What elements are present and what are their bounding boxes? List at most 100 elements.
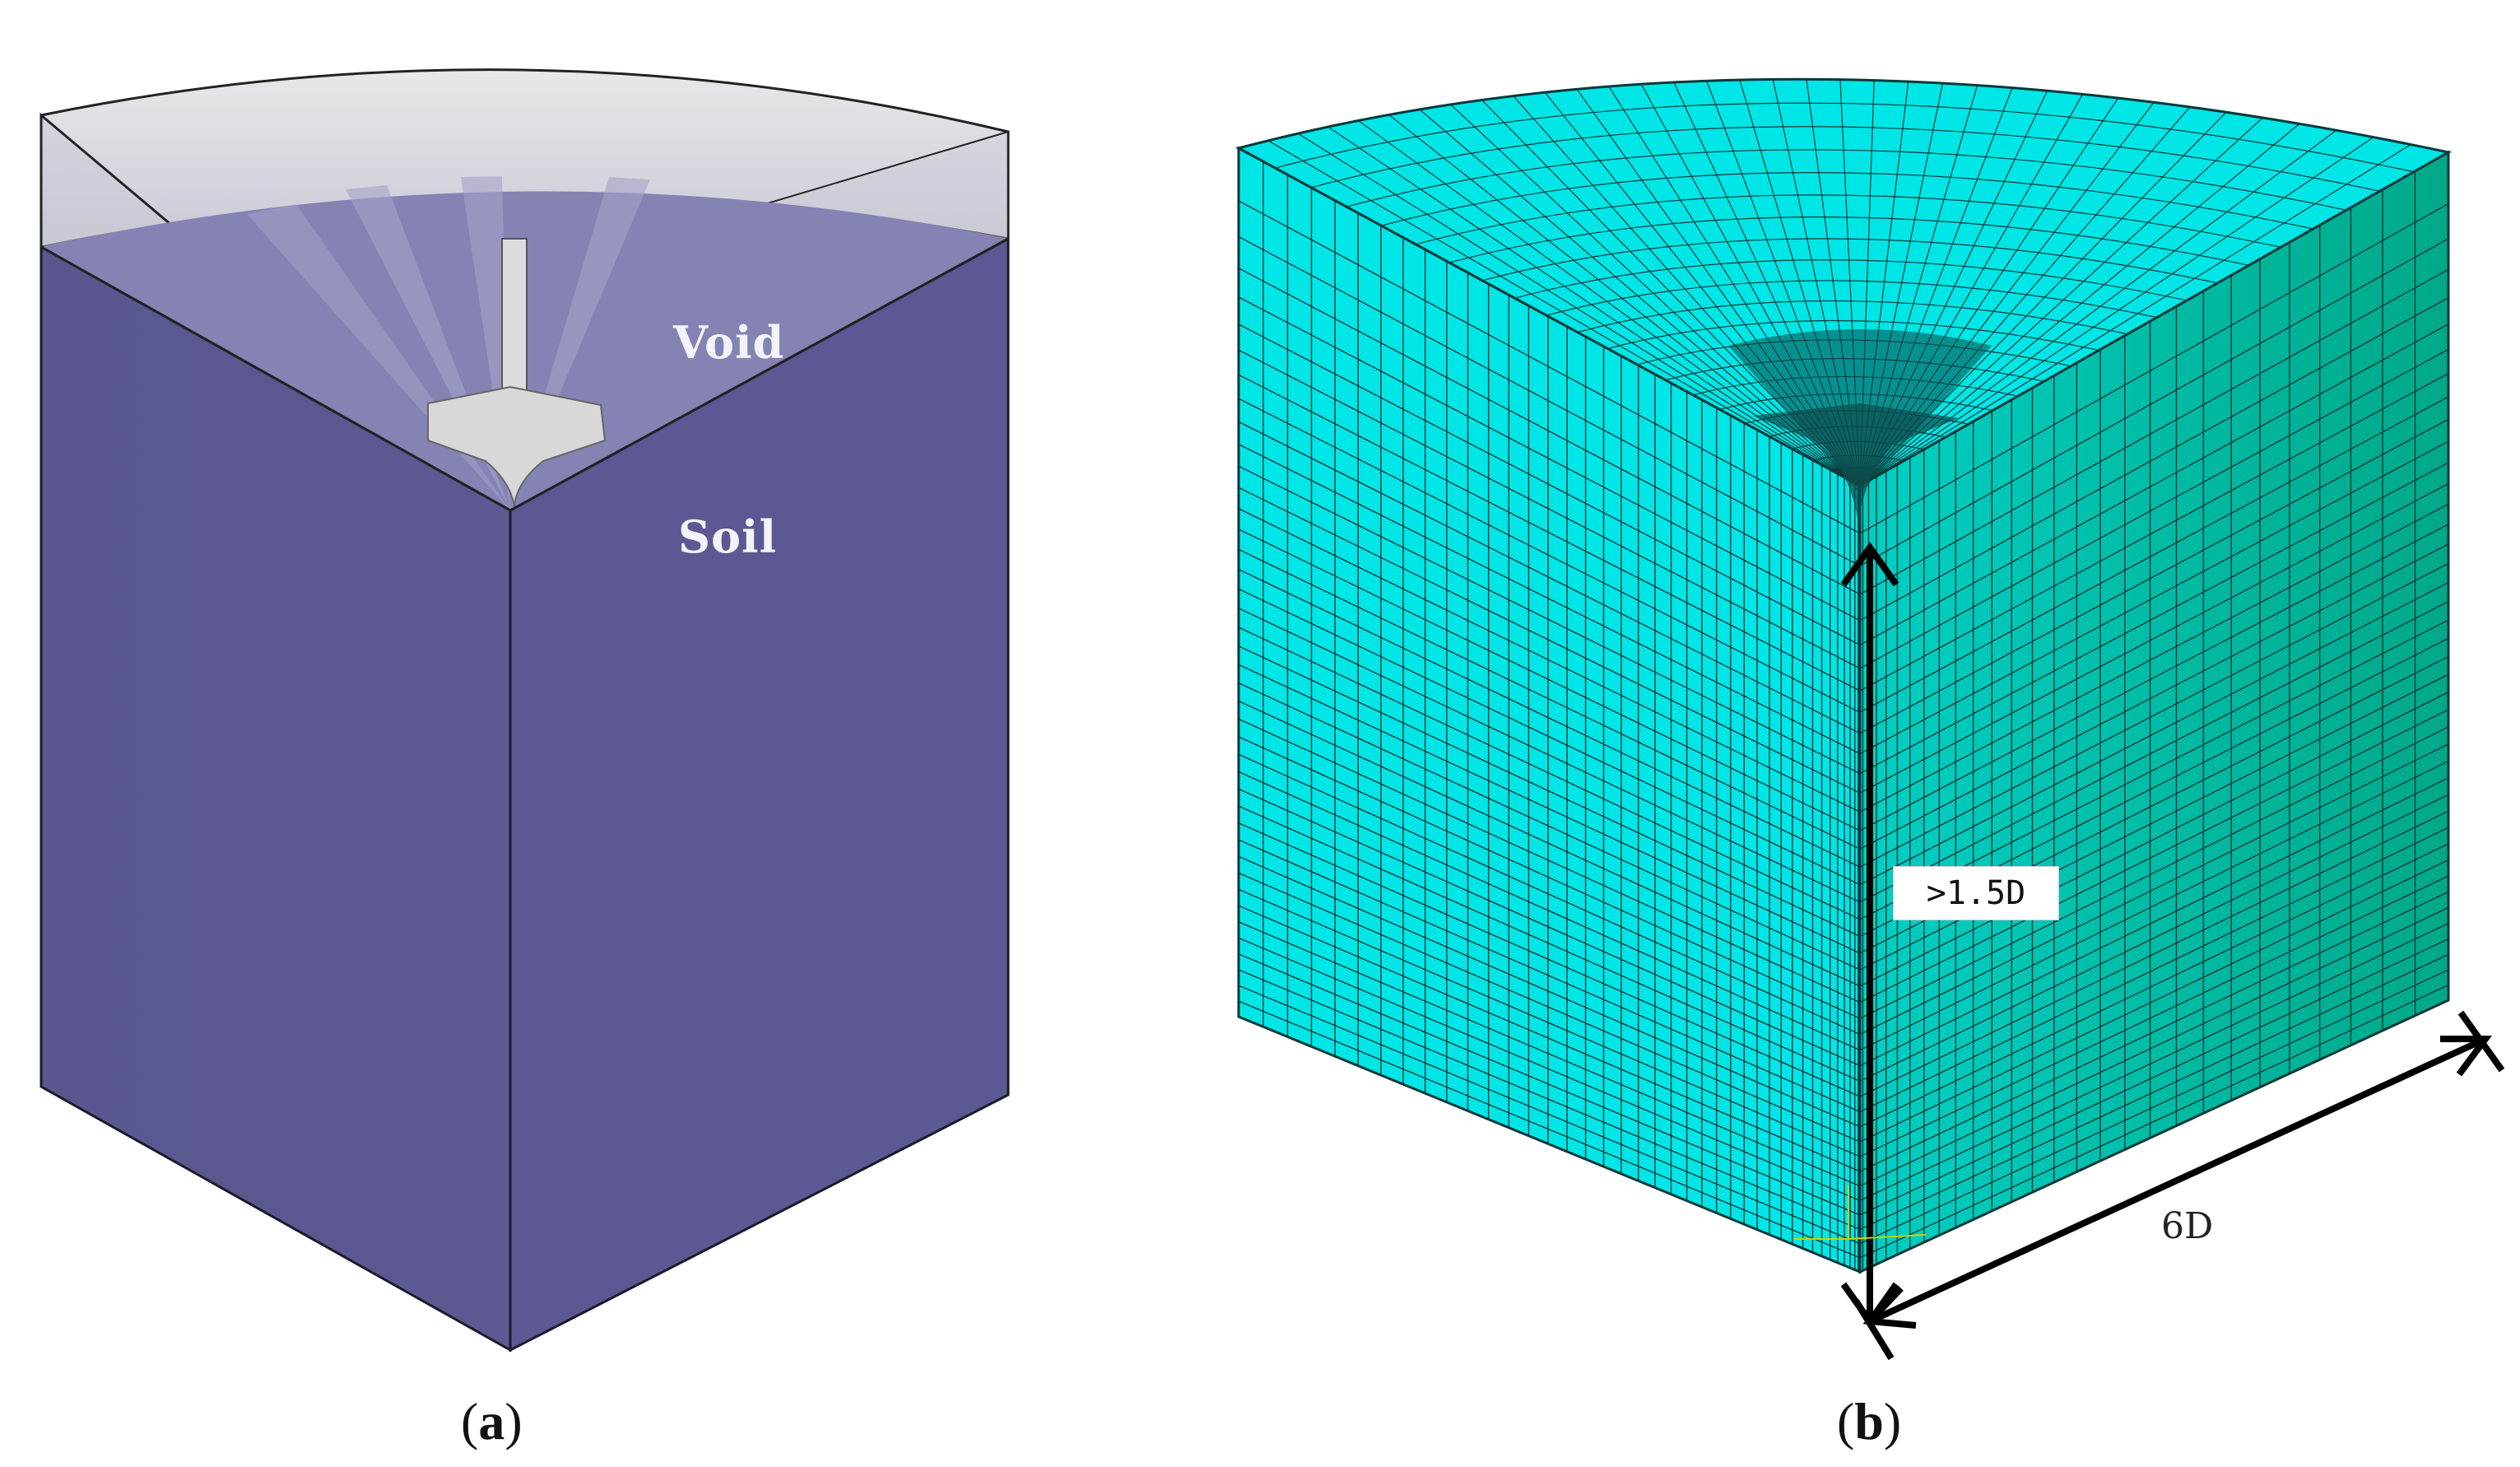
mesh-line bbox=[1859, 984, 2449, 1259]
mesh-line bbox=[1859, 129, 2337, 487]
edge-line bbox=[509, 237, 1009, 512]
mesh-line bbox=[1859, 396, 2449, 713]
mesh-line bbox=[1267, 140, 1861, 487]
caption-letter: b bbox=[1854, 1392, 1884, 1451]
mesh-line bbox=[1238, 805, 1861, 1083]
caption-letter: a bbox=[478, 1392, 505, 1451]
mesh-line bbox=[1238, 1000, 1861, 1259]
mesh-line bbox=[1859, 151, 2449, 487]
mesh-arc bbox=[1381, 172, 2313, 230]
mesh-arc bbox=[1238, 78, 2449, 153]
mesh-line bbox=[1859, 922, 2449, 1202]
mesh-line bbox=[1238, 788, 1861, 1067]
mesh-arc bbox=[1577, 300, 2128, 335]
mesh-line bbox=[1238, 374, 1861, 692]
mesh-line bbox=[1859, 810, 2449, 1097]
mesh-line bbox=[1859, 562, 2449, 868]
mesh-line bbox=[1859, 144, 2411, 487]
mesh-line bbox=[1859, 891, 2449, 1172]
width-dimension-arrow bbox=[1853, 1010, 2505, 1361]
mesh-line bbox=[1238, 529, 1861, 831]
mesh-line bbox=[1238, 608, 1861, 903]
mesh-line bbox=[1238, 700, 1861, 987]
mesh-line bbox=[1859, 743, 2449, 1036]
mesh-line bbox=[1238, 235, 1861, 566]
panel-b-caption: (b) bbox=[1837, 1391, 1901, 1452]
mesh-arc bbox=[1346, 149, 2347, 211]
mesh-line bbox=[1859, 268, 2449, 595]
mesh-line bbox=[1238, 349, 1861, 669]
mesh-line bbox=[1859, 418, 2449, 734]
mesh-arc bbox=[1448, 217, 2249, 266]
mesh-line bbox=[1859, 137, 2374, 487]
mesh-line bbox=[1238, 324, 1861, 646]
mesh-line bbox=[1238, 736, 1861, 1019]
mesh-line bbox=[1859, 999, 2449, 1273]
anchor-plate bbox=[427, 385, 607, 507]
mesh-line bbox=[1859, 906, 2449, 1187]
mesh-line bbox=[1238, 888, 1861, 1157]
mesh-arc bbox=[1607, 319, 2099, 352]
mesh-line bbox=[1859, 524, 2449, 831]
mesh-arc bbox=[1514, 259, 2188, 301]
mesh-line bbox=[1238, 953, 1861, 1216]
mesh-line bbox=[1859, 462, 2449, 775]
mesh-line bbox=[1859, 482, 2449, 794]
panel-b-mesh-model bbox=[1234, 77, 2505, 1361]
mesh-line bbox=[1859, 726, 2449, 1019]
mesh-arc bbox=[1481, 238, 2218, 284]
edge-line bbox=[40, 245, 511, 512]
mesh-line bbox=[1238, 753, 1861, 1036]
mesh-line bbox=[1859, 203, 2449, 534]
mesh-line bbox=[1238, 200, 1861, 534]
mesh-line bbox=[1238, 296, 1861, 622]
mesh-arc bbox=[1275, 102, 2415, 173]
mesh-line bbox=[1238, 839, 1861, 1113]
mesh-line bbox=[1859, 503, 2449, 813]
mesh-line bbox=[1859, 543, 2449, 850]
mesh-line bbox=[1238, 921, 1861, 1187]
mesh-line bbox=[1238, 682, 1861, 971]
mesh-line bbox=[1238, 465, 1861, 775]
mesh-line bbox=[1238, 1016, 1861, 1273]
void-label: Void bbox=[673, 316, 785, 369]
mesh-line bbox=[1238, 985, 1861, 1245]
mesh-line bbox=[1859, 827, 2449, 1113]
mesh-line bbox=[1238, 487, 1861, 794]
mesh-line bbox=[1238, 771, 1861, 1051]
mesh-line bbox=[1238, 421, 1861, 734]
mesh-line bbox=[1238, 588, 1861, 886]
mesh-line bbox=[1859, 777, 2449, 1067]
mesh-line bbox=[1859, 582, 2449, 886]
mesh-line bbox=[1859, 600, 2449, 903]
mesh-line bbox=[1238, 822, 1861, 1097]
mesh-line bbox=[1238, 855, 1861, 1128]
mesh-line bbox=[1238, 969, 1861, 1231]
soil-label: Soil bbox=[678, 510, 778, 563]
mesh-line bbox=[1238, 664, 1861, 954]
caption-paren: ) bbox=[1883, 1392, 1902, 1451]
mesh-line bbox=[1859, 709, 2449, 1004]
mesh-line bbox=[1859, 673, 2449, 971]
mesh-line bbox=[1238, 718, 1861, 1004]
caption-paren: ) bbox=[504, 1392, 523, 1451]
mesh-line bbox=[1238, 443, 1861, 755]
mesh-line bbox=[1327, 126, 1861, 487]
mesh-line bbox=[1859, 440, 2449, 755]
mesh-line bbox=[1238, 398, 1861, 713]
mesh-anchor-plate bbox=[1753, 403, 1959, 523]
mesh-line bbox=[1859, 953, 2449, 1231]
mesh-line bbox=[1238, 568, 1861, 868]
mesh-line bbox=[1238, 147, 1861, 487]
mesh-line bbox=[1859, 843, 2449, 1128]
mesh-line bbox=[1859, 969, 2449, 1245]
mesh-line bbox=[1238, 937, 1861, 1202]
mesh-line bbox=[1238, 548, 1861, 850]
mesh-line bbox=[1859, 859, 2449, 1143]
mesh-line bbox=[1859, 373, 2449, 692]
mesh-line bbox=[1238, 626, 1861, 920]
mesh-line bbox=[1859, 875, 2449, 1157]
panel-a-soil-model bbox=[40, 68, 1010, 1353]
mesh-line bbox=[1859, 938, 2449, 1216]
